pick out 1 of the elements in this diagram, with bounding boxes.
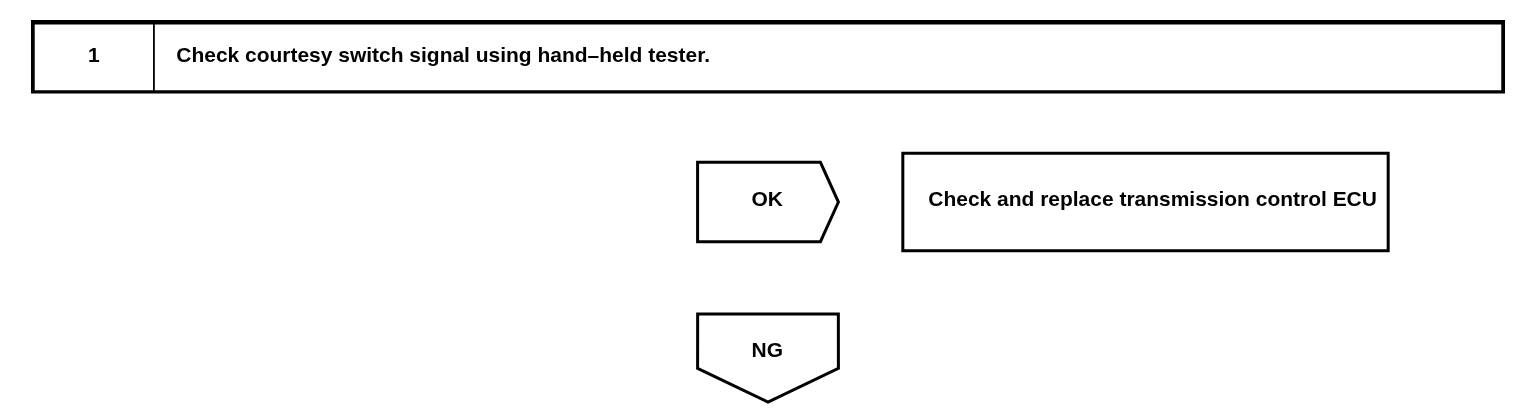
node-box: Check and replace transmission control ECU <box>901 151 1390 253</box>
